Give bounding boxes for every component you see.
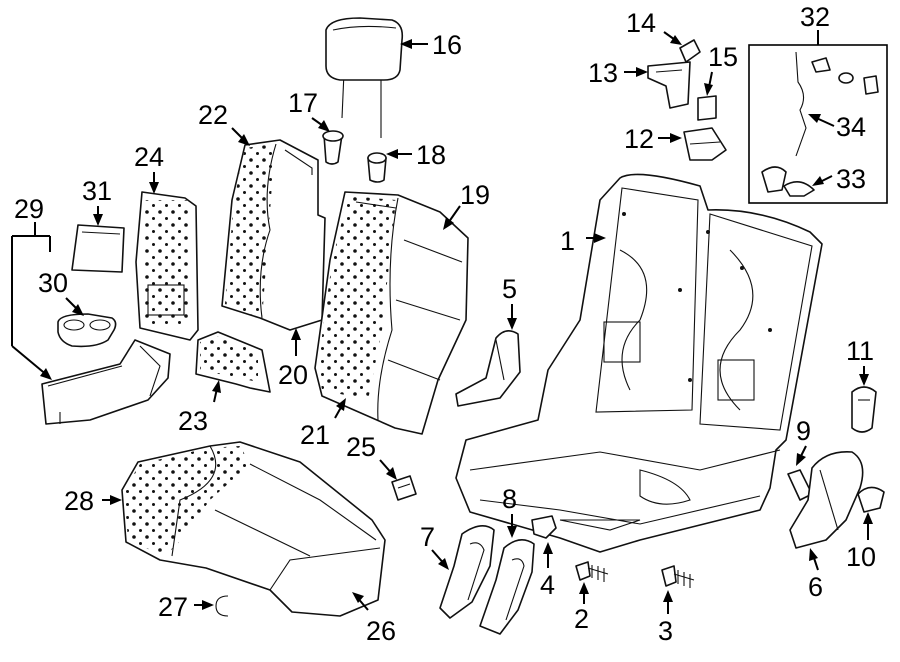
callout-26: 26 xyxy=(366,616,396,646)
callout-28: 28 xyxy=(64,486,94,516)
leader-lines xyxy=(11,30,873,614)
part-31-pad xyxy=(71,224,125,273)
part-33-handle xyxy=(761,166,815,197)
part-24-back-panel xyxy=(135,191,199,341)
part-4-clip xyxy=(531,515,557,539)
part-22-seat-back-pad xyxy=(221,139,326,331)
part-16-headrest xyxy=(325,17,404,138)
callout-23: 23 xyxy=(178,406,208,436)
callout-32: 32 xyxy=(800,2,830,32)
part-18-guide xyxy=(367,152,387,183)
callout-6: 6 xyxy=(808,572,823,602)
callout-7: 7 xyxy=(420,522,435,552)
callout-18: 18 xyxy=(416,140,446,170)
callout-17: 17 xyxy=(288,88,318,118)
part-14-cap xyxy=(679,39,701,63)
part-29-armrest xyxy=(41,339,171,425)
part-23-pad xyxy=(195,331,271,393)
callout-4: 4 xyxy=(540,570,555,600)
callout-12: 12 xyxy=(624,124,654,154)
part-5-bracket xyxy=(455,330,521,407)
callout-5: 5 xyxy=(502,274,517,304)
part-25-clip xyxy=(391,475,417,501)
callout-34: 34 xyxy=(836,112,866,142)
callout-24: 24 xyxy=(134,142,164,172)
part-7-cover xyxy=(439,525,495,619)
part-2-bolt xyxy=(575,561,609,582)
callout-16: 16 xyxy=(432,30,462,60)
part-30-cupholder xyxy=(57,313,117,348)
part-8-cover xyxy=(479,539,535,635)
part-1-seat-frame xyxy=(455,173,823,553)
callout-9: 9 xyxy=(796,416,811,446)
callout-33: 33 xyxy=(836,164,866,194)
callout-19: 19 xyxy=(460,180,490,210)
callout-2: 2 xyxy=(574,604,589,634)
callout-10: 10 xyxy=(846,542,876,572)
part-3-bolt xyxy=(661,565,695,588)
part-6-side-cover xyxy=(789,451,864,549)
callout-15: 15 xyxy=(708,42,738,72)
callout-30: 30 xyxy=(38,268,68,298)
part-17-guide xyxy=(322,130,344,165)
callout-27: 27 xyxy=(158,592,188,622)
callout-29: 29 xyxy=(14,194,44,224)
part-10-cap xyxy=(857,486,885,513)
callout-20: 20 xyxy=(278,360,308,390)
callout-8: 8 xyxy=(502,484,517,514)
part-34-cable xyxy=(795,51,879,157)
callout-3: 3 xyxy=(658,616,673,646)
callout-25: 25 xyxy=(346,432,376,462)
part-11-cap xyxy=(851,386,877,433)
callout-14: 14 xyxy=(626,8,656,38)
part-27-clip xyxy=(215,595,229,617)
part-19-seat-back-cushion xyxy=(314,191,469,435)
part-28-seat-cushion-cover xyxy=(121,441,386,617)
callout-1: 1 xyxy=(560,226,575,256)
part-13-bracket xyxy=(647,61,691,109)
part-12-latch-cover xyxy=(683,127,727,161)
callout-11: 11 xyxy=(846,336,874,366)
callout-labels: 1 2 3 4 5 6 7 8 9 10 11 12 13 14 15 16 1… xyxy=(14,2,876,646)
callout-31: 31 xyxy=(82,176,112,206)
callout-13: 13 xyxy=(588,58,618,88)
part-15-cover xyxy=(697,95,717,121)
callout-21: 21 xyxy=(300,420,330,450)
callout-22: 22 xyxy=(198,100,228,130)
